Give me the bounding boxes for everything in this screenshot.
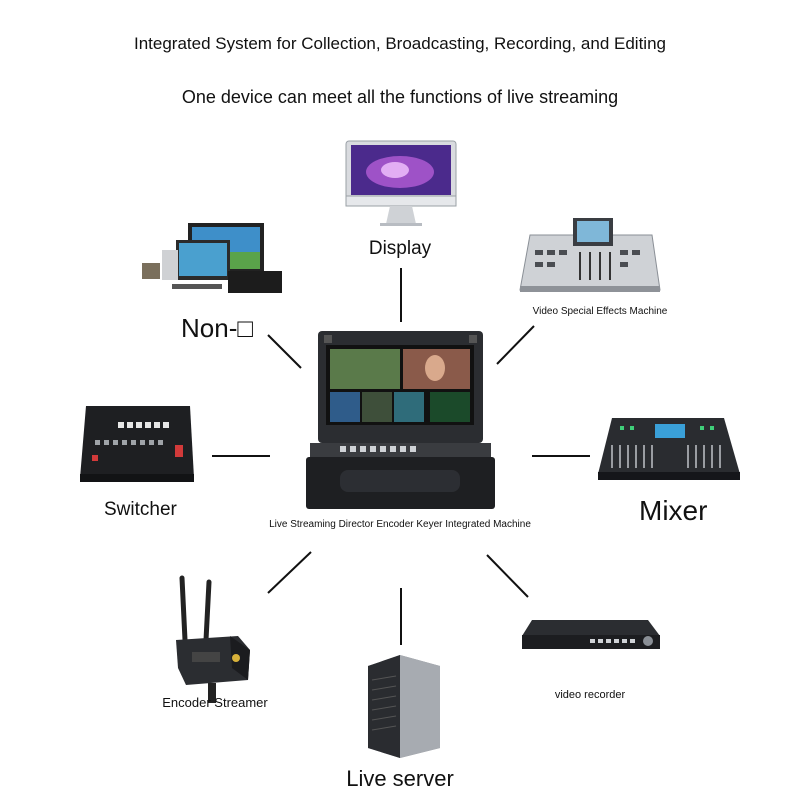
diagram-subtitle: One device can meet all the functions of… [181,87,619,107]
display-label: Display [368,238,432,259]
non-linear-workstation-icon [142,223,282,293]
connector-encoder [267,551,312,594]
connectors [212,268,590,645]
encoder-streamer-label: Encoder Streamer [162,695,268,710]
video-recorder-label: video recorder [554,689,626,701]
connector-video-effects [496,325,535,365]
diagram-title: Integrated System for Collection, Broadc… [133,34,666,53]
live-server-icon [368,655,440,758]
video-recorder-icon [522,620,660,649]
integrated-machine-label: Live Streaming Director Encoder Keyer In… [269,519,531,530]
connector-recorder [486,554,529,598]
integrated-machine-icon [306,331,495,509]
video-effects-machine-icon [519,218,661,292]
video-effects-label: Video Special Effects Machine [532,306,668,317]
mixer-icon [598,418,740,480]
connector-non-linear [267,334,302,369]
encoder-streamer-icon [176,575,250,703]
display-icon [345,140,457,226]
non-linear-label: Non-□ [181,313,254,343]
mixer-label: Mixer [639,495,708,526]
switcher-icon [80,406,194,482]
switcher-label: Switcher [104,499,177,520]
live-server-label: Live server [346,766,454,791]
